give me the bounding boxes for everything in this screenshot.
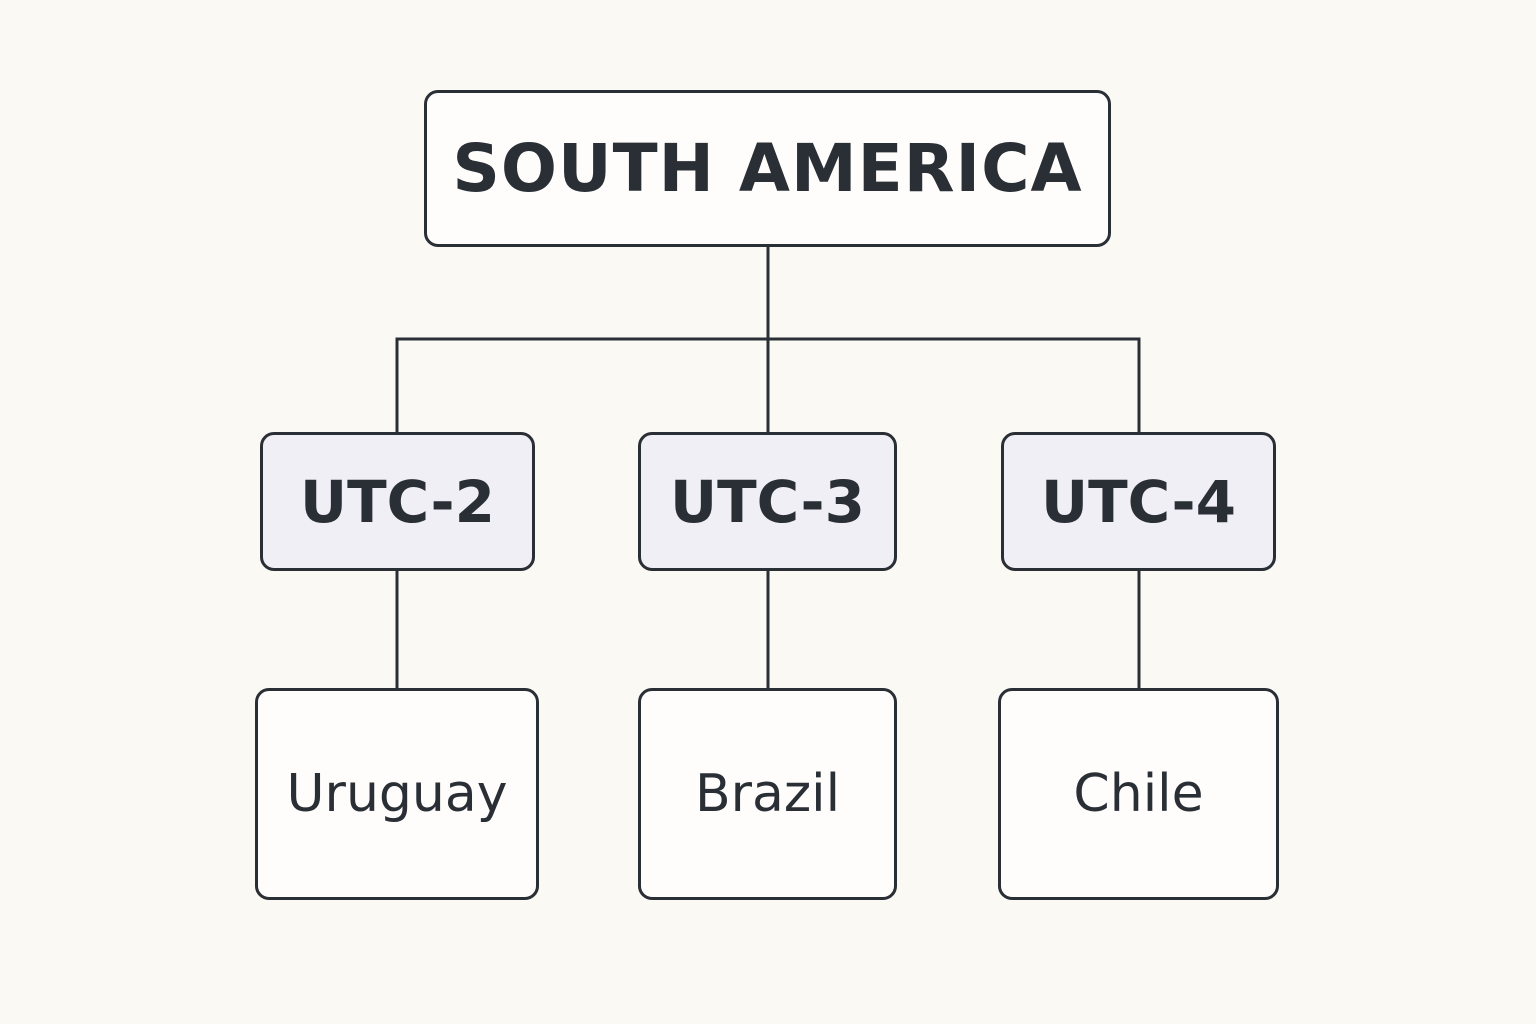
- country-node-label: Chile: [1073, 764, 1204, 824]
- zone-node-utc-3: UTC-3: [638, 432, 897, 571]
- zone-node-label: UTC-3: [670, 467, 865, 536]
- root-node-label: SOUTH AMERICA: [452, 130, 1083, 207]
- zone-node-label: UTC-4: [1041, 467, 1236, 536]
- country-node-chile: Chile: [998, 688, 1279, 900]
- zone-node-utc-4: UTC-4: [1001, 432, 1276, 571]
- country-node-uruguay: Uruguay: [255, 688, 539, 900]
- root-node-south-america: SOUTH AMERICA: [424, 90, 1111, 247]
- country-node-brazil: Brazil: [638, 688, 897, 900]
- zone-node-utc-2: UTC-2: [260, 432, 535, 571]
- country-node-label: Brazil: [694, 764, 841, 824]
- country-node-label: Uruguay: [286, 764, 508, 824]
- zone-node-label: UTC-2: [300, 467, 495, 536]
